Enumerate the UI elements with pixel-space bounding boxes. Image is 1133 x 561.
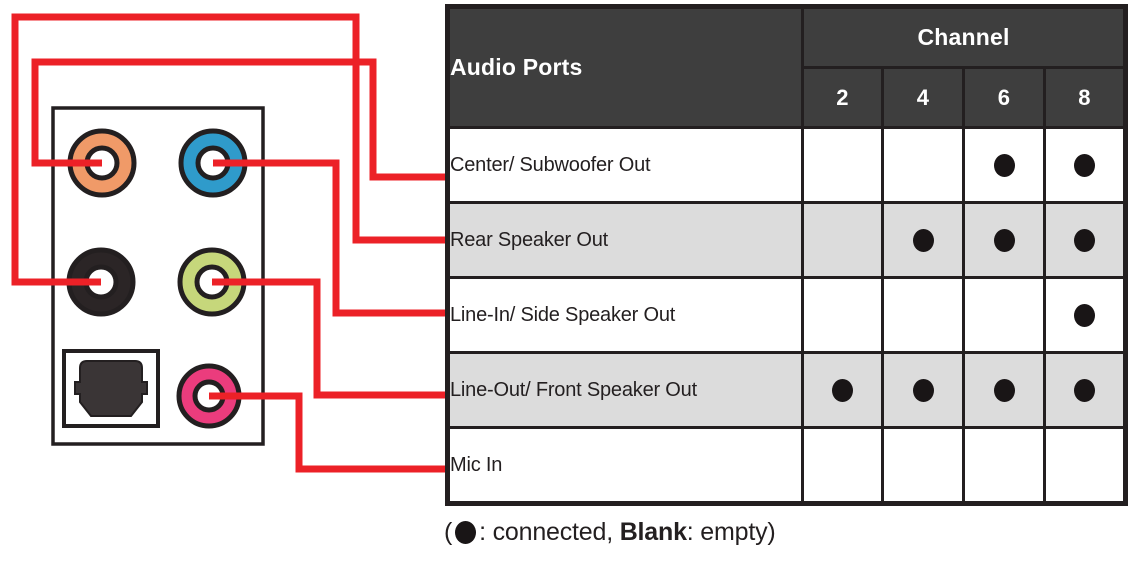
channel-cell [801,201,884,279]
wire-orange [31,58,448,181]
port-label: Center/ Subwoofer Out [446,126,804,204]
channel-cell [881,201,965,279]
connection-dot [1074,378,1095,402]
channel-cell [962,426,1046,505]
connection-dot [1074,228,1095,252]
connected-dot-icon [455,520,477,544]
table-row: Rear Speaker Out [446,201,1128,279]
port-label: Mic In [446,426,804,505]
port-label: Line-In/ Side Speaker Out [446,276,804,354]
channel-cell [801,126,884,204]
channel-cell [962,201,1046,279]
channel-cell [1042,201,1128,279]
wire-pink [209,392,448,473]
channel-cell [1042,351,1128,429]
legend: ( : connected, Blank : empty) [444,514,776,550]
channel-cell [962,126,1046,204]
channel-cell [801,276,884,354]
channel-cell [801,351,884,429]
connection-dot [993,378,1015,402]
optical-spdif-port-icon [62,349,160,428]
table-row: Line-Out/ Front Speaker Out [446,351,1128,429]
port-label: Line-Out/ Front Speaker Out [446,351,804,429]
legend-empty-text: : empty) [686,517,776,546]
channel-cell [881,351,965,429]
channel-col-header: 2 [801,66,884,129]
channel-cell [881,426,965,505]
channel-col-header: 6 [962,66,1046,129]
channel-col-header: 8 [1042,66,1128,129]
table-row: Mic In [446,426,1128,505]
audio-ports-header: Audio Ports [446,5,804,129]
connection-dot [1074,303,1095,327]
channel-cell [1042,276,1128,354]
channel-header: Channel [800,5,1128,69]
legend-connected-text: : connected, [479,517,620,546]
connection-dot [993,228,1015,252]
wire-green [212,278,448,399]
channel-cell [801,426,884,505]
connection-dot [1074,153,1095,177]
wire-black [11,13,448,286]
channel-col-header: 4 [881,66,965,129]
connection-dot [993,153,1015,177]
table-row: Line-In/ Side Speaker Out [446,276,1128,354]
channel-cell [881,126,965,204]
channel-cell [1042,126,1128,204]
legend-open-paren: ( [444,517,453,546]
channel-cell [962,351,1046,429]
toslink-connector-shape [74,360,148,417]
channel-cell [1042,426,1128,505]
connection-dot [912,228,934,252]
table-row: Center/ Subwoofer Out [446,126,1128,204]
connector-wires [11,13,448,473]
connection-dot [912,378,934,402]
port-label: Rear Speaker Out [446,201,804,279]
connection-dot [832,378,853,402]
wire-blue [213,159,448,317]
channel-cell [962,276,1046,354]
channel-cell [881,276,965,354]
legend-blank-text: Blank [619,517,687,546]
